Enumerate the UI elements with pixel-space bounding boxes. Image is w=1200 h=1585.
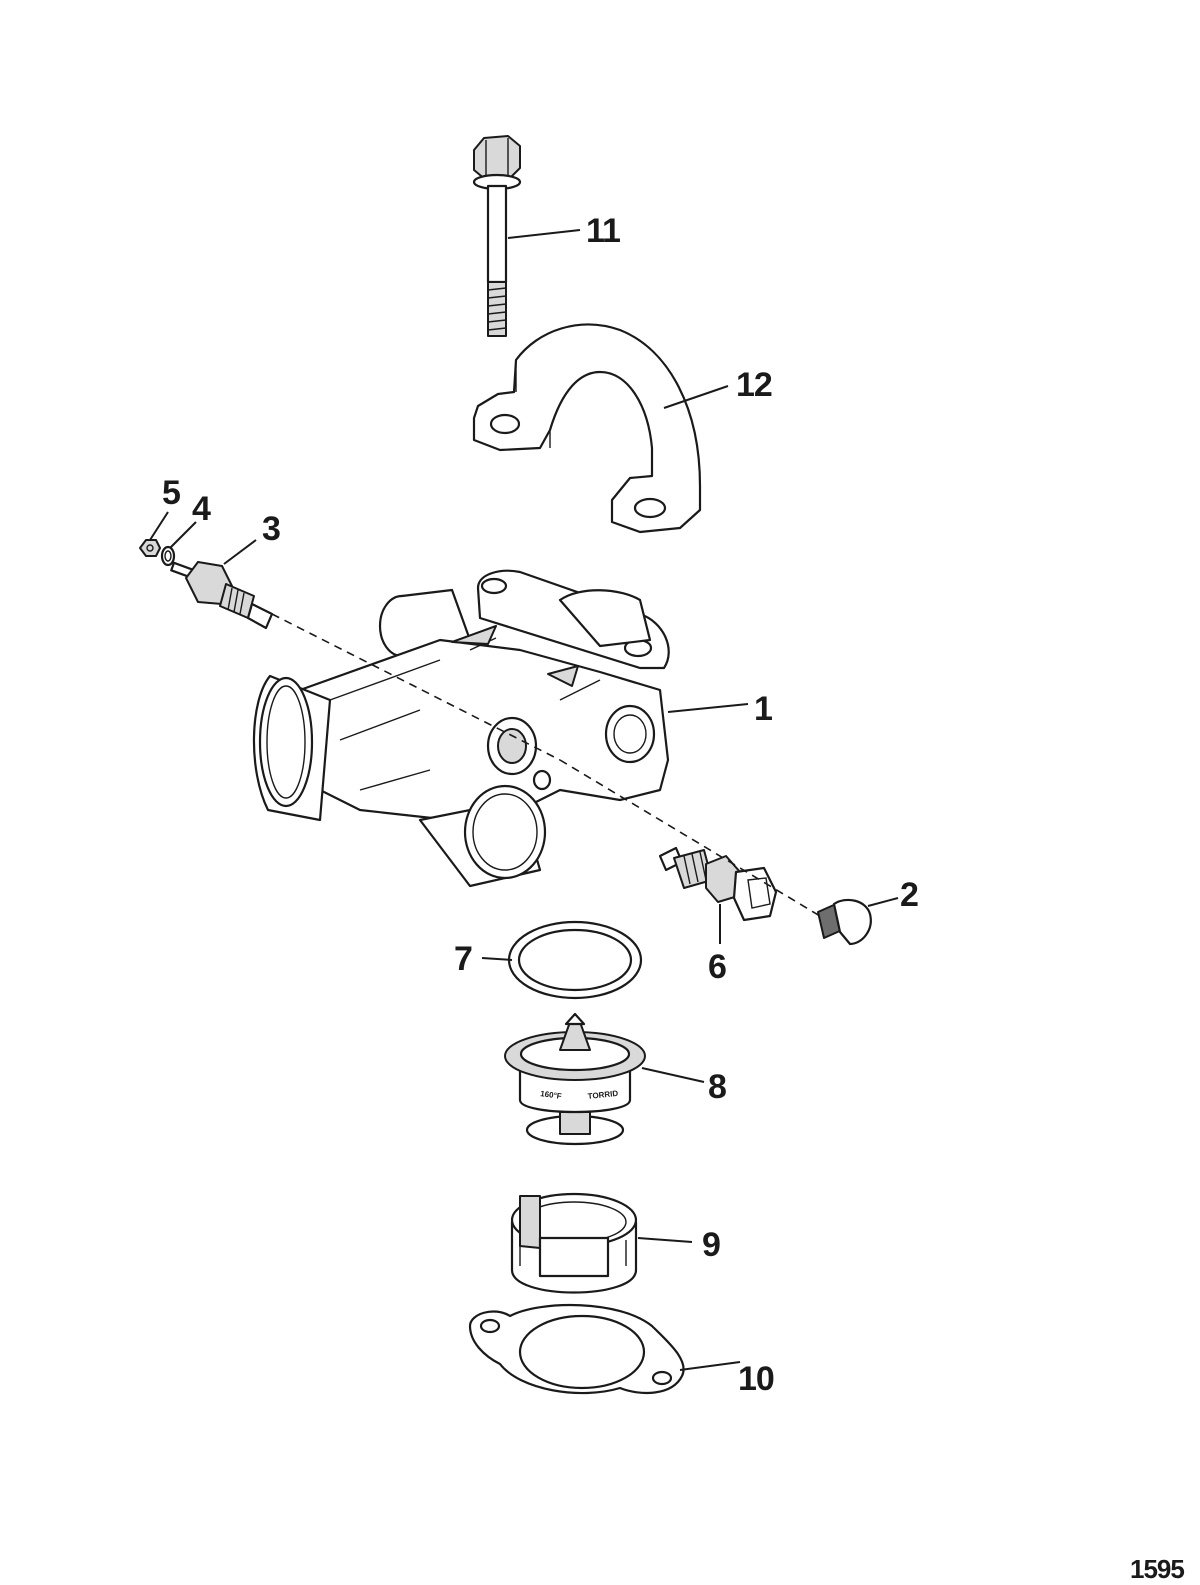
- bolt-part-11: [472, 135, 522, 337]
- pipe-plug-part-2: [817, 898, 872, 946]
- leader-7: [481, 957, 513, 961]
- thermostat-temp-stamp: 160°F: [540, 1089, 563, 1101]
- callout-labels: 11 12 5 4 3 1 2 6 7 8 9 10: [162, 212, 919, 1398]
- leader-1: [667, 703, 749, 713]
- washer-part-4: [160, 545, 176, 567]
- thermostat-housing-part-1: [252, 569, 670, 888]
- sensor-part-6: [658, 846, 778, 922]
- leader-8: [641, 1067, 705, 1083]
- assembly-line-plug: [559, 759, 821, 917]
- leader-4: [169, 521, 197, 549]
- leader-2: [867, 897, 899, 907]
- callout-11: 11: [586, 212, 620, 250]
- leader-lines: [149, 229, 899, 1371]
- gasket-part-10: [468, 1303, 685, 1395]
- callout-6: 6: [708, 948, 726, 986]
- callout-10: 10: [738, 1360, 774, 1398]
- leader-9: [637, 1237, 693, 1243]
- leader-12: [663, 385, 729, 409]
- figure-number: 1595: [1130, 1554, 1184, 1584]
- callout-8: 8: [708, 1068, 726, 1106]
- leader-3: [223, 539, 257, 565]
- callout-12: 12: [736, 366, 772, 404]
- leader-11: [507, 229, 581, 239]
- callout-7: 7: [454, 940, 472, 978]
- assembly-line-sender: [271, 613, 561, 761]
- seal-ring-part-7: [507, 920, 643, 1000]
- leader-5: [149, 511, 169, 541]
- callout-5: 5: [162, 474, 180, 512]
- thermostat-brand-stamp: TORRID: [587, 1089, 619, 1101]
- callout-4: 4: [192, 490, 211, 528]
- callout-1: 1: [754, 690, 772, 728]
- temperature-sender-part-3: [170, 561, 274, 630]
- leader-10: [679, 1361, 741, 1371]
- callout-9: 9: [702, 1226, 720, 1264]
- nut-part-5: [139, 539, 161, 557]
- clamp-bracket-part-12: [472, 323, 702, 534]
- callout-2: 2: [900, 876, 918, 914]
- callout-3: 3: [262, 510, 280, 548]
- thermostat-part-8: 160°F TORRID: [504, 1012, 646, 1146]
- sleeve-part-9: [510, 1192, 638, 1294]
